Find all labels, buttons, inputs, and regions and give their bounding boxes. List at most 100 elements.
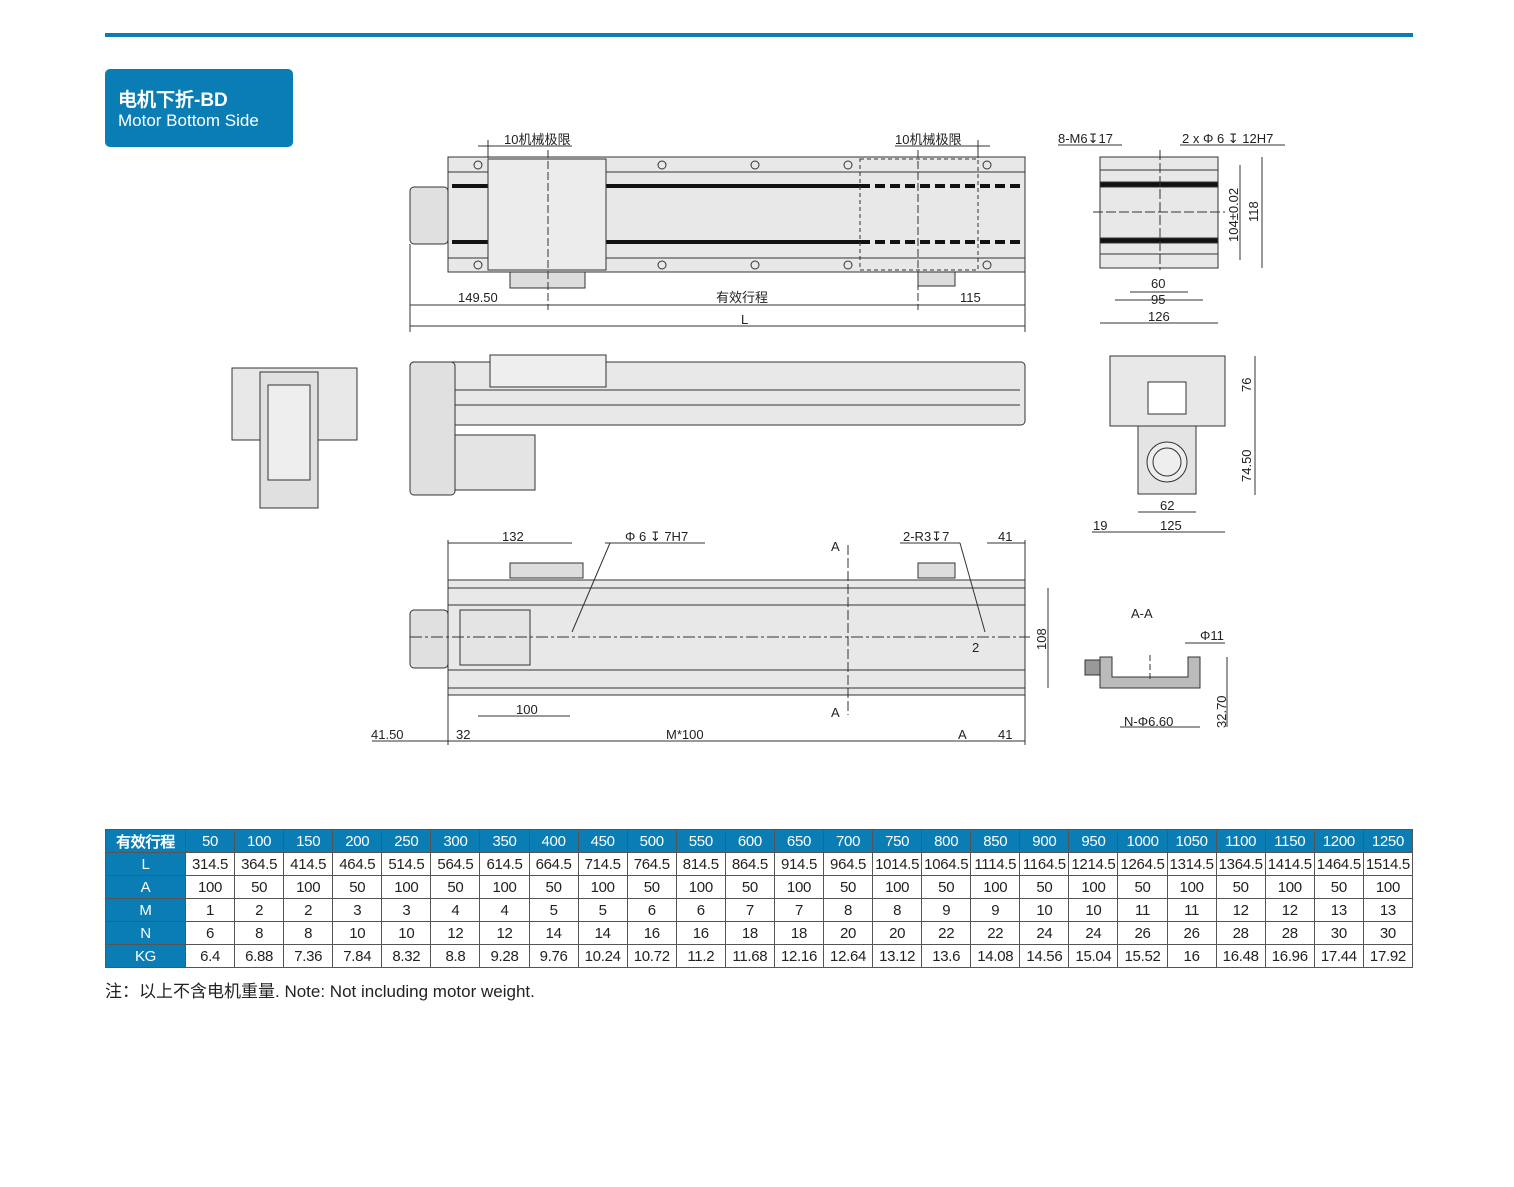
dim-126: 126: [1148, 309, 1170, 324]
stroke-header-cell: 400: [528, 829, 579, 853]
stroke-header-cell: 550: [675, 829, 726, 853]
table-cell: 10: [1019, 898, 1070, 922]
table-cell: 914.5: [773, 852, 825, 876]
table-cell: 100: [1166, 875, 1217, 899]
table-cell: 13: [1362, 898, 1414, 922]
stroke-header-cell: 250: [381, 829, 432, 853]
table-cell: 314.5: [184, 852, 236, 876]
table-cell: 7.84: [332, 944, 383, 968]
stroke-header-cell: 1250: [1362, 829, 1414, 853]
dim-118: 118: [1246, 201, 1261, 222]
table-cell: 364.5: [234, 852, 285, 876]
label-r3: 2-R3↧7: [903, 529, 949, 544]
table-cell: 1364.5: [1215, 852, 1266, 876]
table-cell: 50: [430, 875, 481, 899]
bottom-view: [372, 540, 1049, 745]
table-cell: 28: [1264, 921, 1315, 945]
table-cell: 22: [921, 921, 972, 945]
dim-104: 104±0.02: [1226, 188, 1241, 242]
label-limit-left: 10机械极限: [504, 132, 570, 147]
dim-115: 115: [960, 290, 981, 305]
row-header: M: [105, 898, 186, 922]
dim-m100: M*100: [666, 727, 704, 742]
dim-95: 95: [1151, 292, 1165, 307]
table-cell: 100: [577, 875, 628, 899]
table-cell: 15.04: [1068, 944, 1119, 968]
table-cell: 1064.5: [921, 852, 972, 876]
label-pin-holes: 2 x Φ 6 ↧ 12H7: [1182, 131, 1273, 146]
table-cell: 100: [381, 875, 432, 899]
table-cell: 7: [724, 898, 775, 922]
table-cell: 50: [921, 875, 972, 899]
table-cell: 2: [283, 898, 334, 922]
table-cell: 50: [234, 875, 285, 899]
stroke-header-cell: 650: [773, 829, 825, 853]
table-cell: 8.8: [430, 944, 481, 968]
title-en: Motor Bottom Side: [118, 111, 259, 130]
table-cell: 22: [970, 921, 1021, 945]
table-cell: 6: [184, 921, 236, 945]
table-cell: 4: [479, 898, 530, 922]
table-cell: 1014.5: [872, 852, 923, 876]
stroke-header-cell: 850: [970, 829, 1021, 853]
stroke-header-cell: 50: [184, 829, 236, 853]
table-cell: 13: [1313, 898, 1364, 922]
stroke-header-cell: 900: [1019, 829, 1070, 853]
dim-41-top: 41: [998, 529, 1012, 544]
table-cell: 24: [1019, 921, 1070, 945]
stroke-header-cell: 350: [479, 829, 530, 853]
row-header: 有效行程: [105, 829, 186, 853]
table-cell: 24: [1068, 921, 1119, 945]
table-cell: 10.72: [626, 944, 677, 968]
table-cell: 26: [1166, 921, 1217, 945]
stroke-header-cell: 800: [921, 829, 972, 853]
row-header: KG: [105, 944, 186, 968]
table-cell: 16: [626, 921, 677, 945]
table-cell: 100: [479, 875, 530, 899]
table-cell: 5: [577, 898, 628, 922]
table-cell: 8: [872, 898, 923, 922]
row-header: A: [105, 875, 186, 899]
table-cell: 100: [675, 875, 726, 899]
table-cell: 1464.5: [1313, 852, 1364, 876]
table-cell: 8.32: [381, 944, 432, 968]
table-cell: 564.5: [430, 852, 481, 876]
top-view: [409, 140, 1026, 332]
table-cell: 12: [1264, 898, 1315, 922]
stroke-header-cell: 700: [823, 829, 874, 853]
dim-effective-stroke: 有效行程: [716, 290, 768, 305]
title-cn: 电机下折-BD: [118, 90, 228, 111]
end-view-mid: [1092, 355, 1256, 533]
table-cell: 464.5: [332, 852, 383, 876]
table-cell: 1164.5: [1019, 852, 1070, 876]
dim-11: Φ11: [1200, 628, 1224, 643]
table-cell: 17.92: [1362, 944, 1414, 968]
table-cell: 8: [823, 898, 874, 922]
table-cell: 18: [773, 921, 825, 945]
dim-76: 76: [1239, 378, 1254, 392]
table-cell: 9: [921, 898, 972, 922]
table-cell: 12.16: [773, 944, 825, 968]
table-cell: 15.52: [1117, 944, 1168, 968]
table-cell: 100: [970, 875, 1021, 899]
label-pin-hole: Φ 6 ↧ 7H7: [625, 529, 688, 544]
stroke-header-cell: 100: [234, 829, 285, 853]
table-cell: 10: [381, 921, 432, 945]
table-cell: 1214.5: [1068, 852, 1119, 876]
table-cell: 100: [1068, 875, 1119, 899]
table-cell: 50: [823, 875, 874, 899]
table-cell: 14.08: [970, 944, 1021, 968]
table-cell: 50: [1215, 875, 1266, 899]
table-cell: 514.5: [381, 852, 432, 876]
row-header: N: [105, 921, 186, 945]
table-cell: 50: [724, 875, 775, 899]
table-cell: 20: [823, 921, 874, 945]
table-cell: 16: [1166, 944, 1217, 968]
